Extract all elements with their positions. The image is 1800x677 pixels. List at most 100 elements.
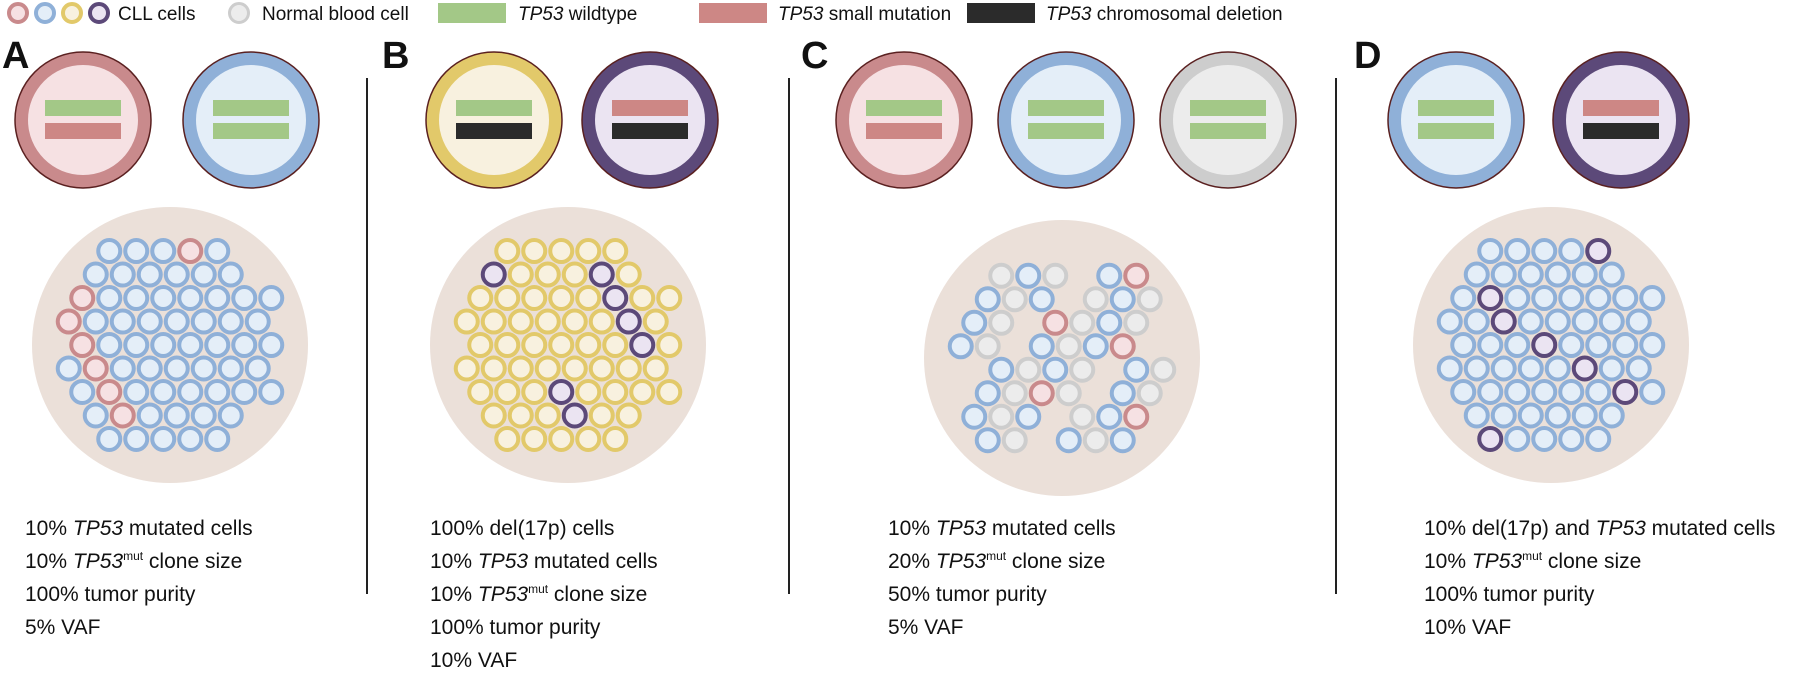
panel-c-sample-cell bbox=[974, 286, 1001, 313]
panel-d-sample-cell bbox=[1531, 378, 1558, 405]
panel-d-sample-cell bbox=[1544, 261, 1571, 288]
stat-line: 10% TP53mut clone size bbox=[25, 549, 243, 573]
panel-a-sample-cell bbox=[123, 425, 150, 452]
panel-d-sample-cell bbox=[1571, 261, 1598, 288]
panel-d-sample-cell bbox=[1436, 308, 1463, 335]
panel-d-sample-cell bbox=[1477, 238, 1504, 265]
panel-d-cell-blue-chromosome-bottom bbox=[1418, 123, 1494, 139]
panel-c-sample-cell bbox=[1150, 356, 1177, 383]
panel-d-sample-cell bbox=[1436, 355, 1463, 382]
panel-c-sample-cell bbox=[988, 403, 1015, 430]
panel-d-sample-cell bbox=[1639, 332, 1666, 358]
panel-b-sample-cell bbox=[561, 355, 588, 382]
panel-d-sample-cell bbox=[1531, 332, 1558, 358]
stat-line: 5% VAF bbox=[25, 616, 101, 639]
panel-d-sample-cell bbox=[1477, 332, 1504, 358]
panel-c-sample-cell bbox=[1109, 380, 1136, 407]
panel-a-sample-cell bbox=[109, 355, 136, 382]
panel-c-sample-cell bbox=[1055, 333, 1082, 360]
panel-a-sample-cell bbox=[163, 402, 190, 429]
stat-line: 50% tumor purity bbox=[888, 583, 1047, 606]
panel-d-sample-cell bbox=[1612, 378, 1639, 405]
panel-a-sample-cell bbox=[217, 402, 244, 429]
panel-b-sample-cell bbox=[615, 261, 642, 288]
panel-c-sample-cell bbox=[1136, 286, 1163, 313]
legend-cll-cell-yellow-icon bbox=[61, 2, 83, 24]
panel-b-sample-cell bbox=[588, 261, 615, 288]
panel-d-cell-blue-chromosome-top bbox=[1418, 100, 1494, 116]
panel-d-sample-cell bbox=[1612, 285, 1639, 312]
panel-b-sample-cell bbox=[507, 261, 534, 288]
panel-a-sample-cell bbox=[136, 355, 163, 382]
stat-line: 10% del(17p) and TP53 mutated cells bbox=[1424, 517, 1776, 540]
panel-c-sample-cell bbox=[1096, 309, 1123, 336]
legend-normal-cell-icon bbox=[228, 2, 250, 24]
panel-b-sample-cell bbox=[561, 402, 588, 429]
panel-d-sample-cell bbox=[1558, 425, 1585, 452]
panel-c-sample-cell bbox=[1042, 356, 1069, 383]
panel-b-sample-cell bbox=[602, 425, 629, 452]
panel-a-cell-red-chromosome-top bbox=[45, 100, 121, 116]
divider-bc bbox=[788, 78, 790, 594]
panel-b-sample-cell bbox=[615, 308, 642, 335]
panel-a-sample-cell bbox=[96, 332, 123, 358]
panel-d-sample-cell bbox=[1625, 355, 1652, 382]
panel-a-sample-cell bbox=[204, 332, 231, 358]
panel-a-sample-cell bbox=[177, 285, 204, 312]
stat-line: 100% tumor purity bbox=[430, 616, 601, 639]
panel-d-cell-purple-inner bbox=[1566, 65, 1676, 175]
stat-line: 5% VAF bbox=[888, 616, 964, 639]
stat-line: 10% TP53mut clone size bbox=[1424, 549, 1642, 573]
panel-a-sample-cell bbox=[96, 285, 123, 312]
panel-a-sample-cell bbox=[217, 355, 244, 382]
panel-a-cell-blue-chromosome-bottom bbox=[213, 123, 289, 139]
panel-b-sample-cell bbox=[575, 238, 602, 265]
panel-d-sample-cell bbox=[1639, 378, 1666, 405]
panel-a-sample-cell bbox=[258, 285, 285, 312]
panel-b-sample-cell bbox=[629, 378, 656, 405]
panel-b-sample-cell bbox=[615, 402, 642, 429]
legend-normal-cell-label: Normal blood cell bbox=[262, 4, 409, 25]
panel-c-sample-cell bbox=[1109, 286, 1136, 313]
panel-a-sample-cell bbox=[190, 261, 217, 288]
panel-a-sample-cell bbox=[136, 261, 163, 288]
panel-a-sample-cell bbox=[82, 308, 109, 335]
panel-b-sample-cell bbox=[534, 308, 561, 335]
panel-b-sample-cell bbox=[602, 378, 629, 405]
panel-c-sample-cell bbox=[1028, 380, 1055, 407]
panel-a-sample-cell bbox=[136, 308, 163, 335]
panel-a-sample-cell bbox=[204, 378, 231, 405]
panel-letter-a: A bbox=[2, 35, 30, 77]
panel-c-cell-normal-inner bbox=[1173, 65, 1283, 175]
panel-d-sample-cell bbox=[1504, 285, 1531, 312]
panel-b-cell-yellow-chromosome-top bbox=[456, 100, 532, 116]
panel-d-sample-cell bbox=[1463, 308, 1490, 335]
panel-d-sample-cell bbox=[1477, 425, 1504, 452]
panel-b-sample-cell bbox=[521, 285, 548, 312]
panel-c-sample-cell bbox=[988, 356, 1015, 383]
panel-b-sample-cell bbox=[602, 332, 629, 358]
legend-wildtype-label: TP53 wildtype bbox=[518, 4, 638, 25]
panel-a-sample-cell bbox=[190, 308, 217, 335]
panel-d-sample-cell bbox=[1598, 402, 1625, 429]
stat-line: 10% VAF bbox=[1424, 616, 1512, 639]
panel-d-sample-cell bbox=[1571, 402, 1598, 429]
panel-d-sample-cell bbox=[1598, 308, 1625, 335]
panel-letter-c: C bbox=[801, 35, 829, 77]
panel-d-sample-cell bbox=[1531, 238, 1558, 265]
panel-c-sample-cell bbox=[1001, 380, 1028, 407]
panel-b-sample-cell bbox=[656, 332, 683, 358]
panel-c-sample-cell bbox=[1015, 356, 1042, 383]
panel-c-sample-cell bbox=[1069, 356, 1096, 383]
panel-a-cell-red-inner bbox=[28, 65, 138, 175]
panel-b-sample-cell bbox=[629, 332, 656, 358]
panel-c-sample-cell bbox=[1028, 286, 1055, 313]
panel-a-sample-cell bbox=[150, 238, 177, 265]
panel-a-sample-cell bbox=[136, 402, 163, 429]
panel-d-sample-cell bbox=[1571, 355, 1598, 382]
panel-c-sample-cell bbox=[1069, 403, 1096, 430]
panel-c-sample-cell bbox=[974, 333, 1001, 360]
panel-d-sample-cell bbox=[1544, 308, 1571, 335]
panel-b-sample-cell bbox=[561, 261, 588, 288]
panel-a-sample-cell bbox=[204, 238, 231, 265]
